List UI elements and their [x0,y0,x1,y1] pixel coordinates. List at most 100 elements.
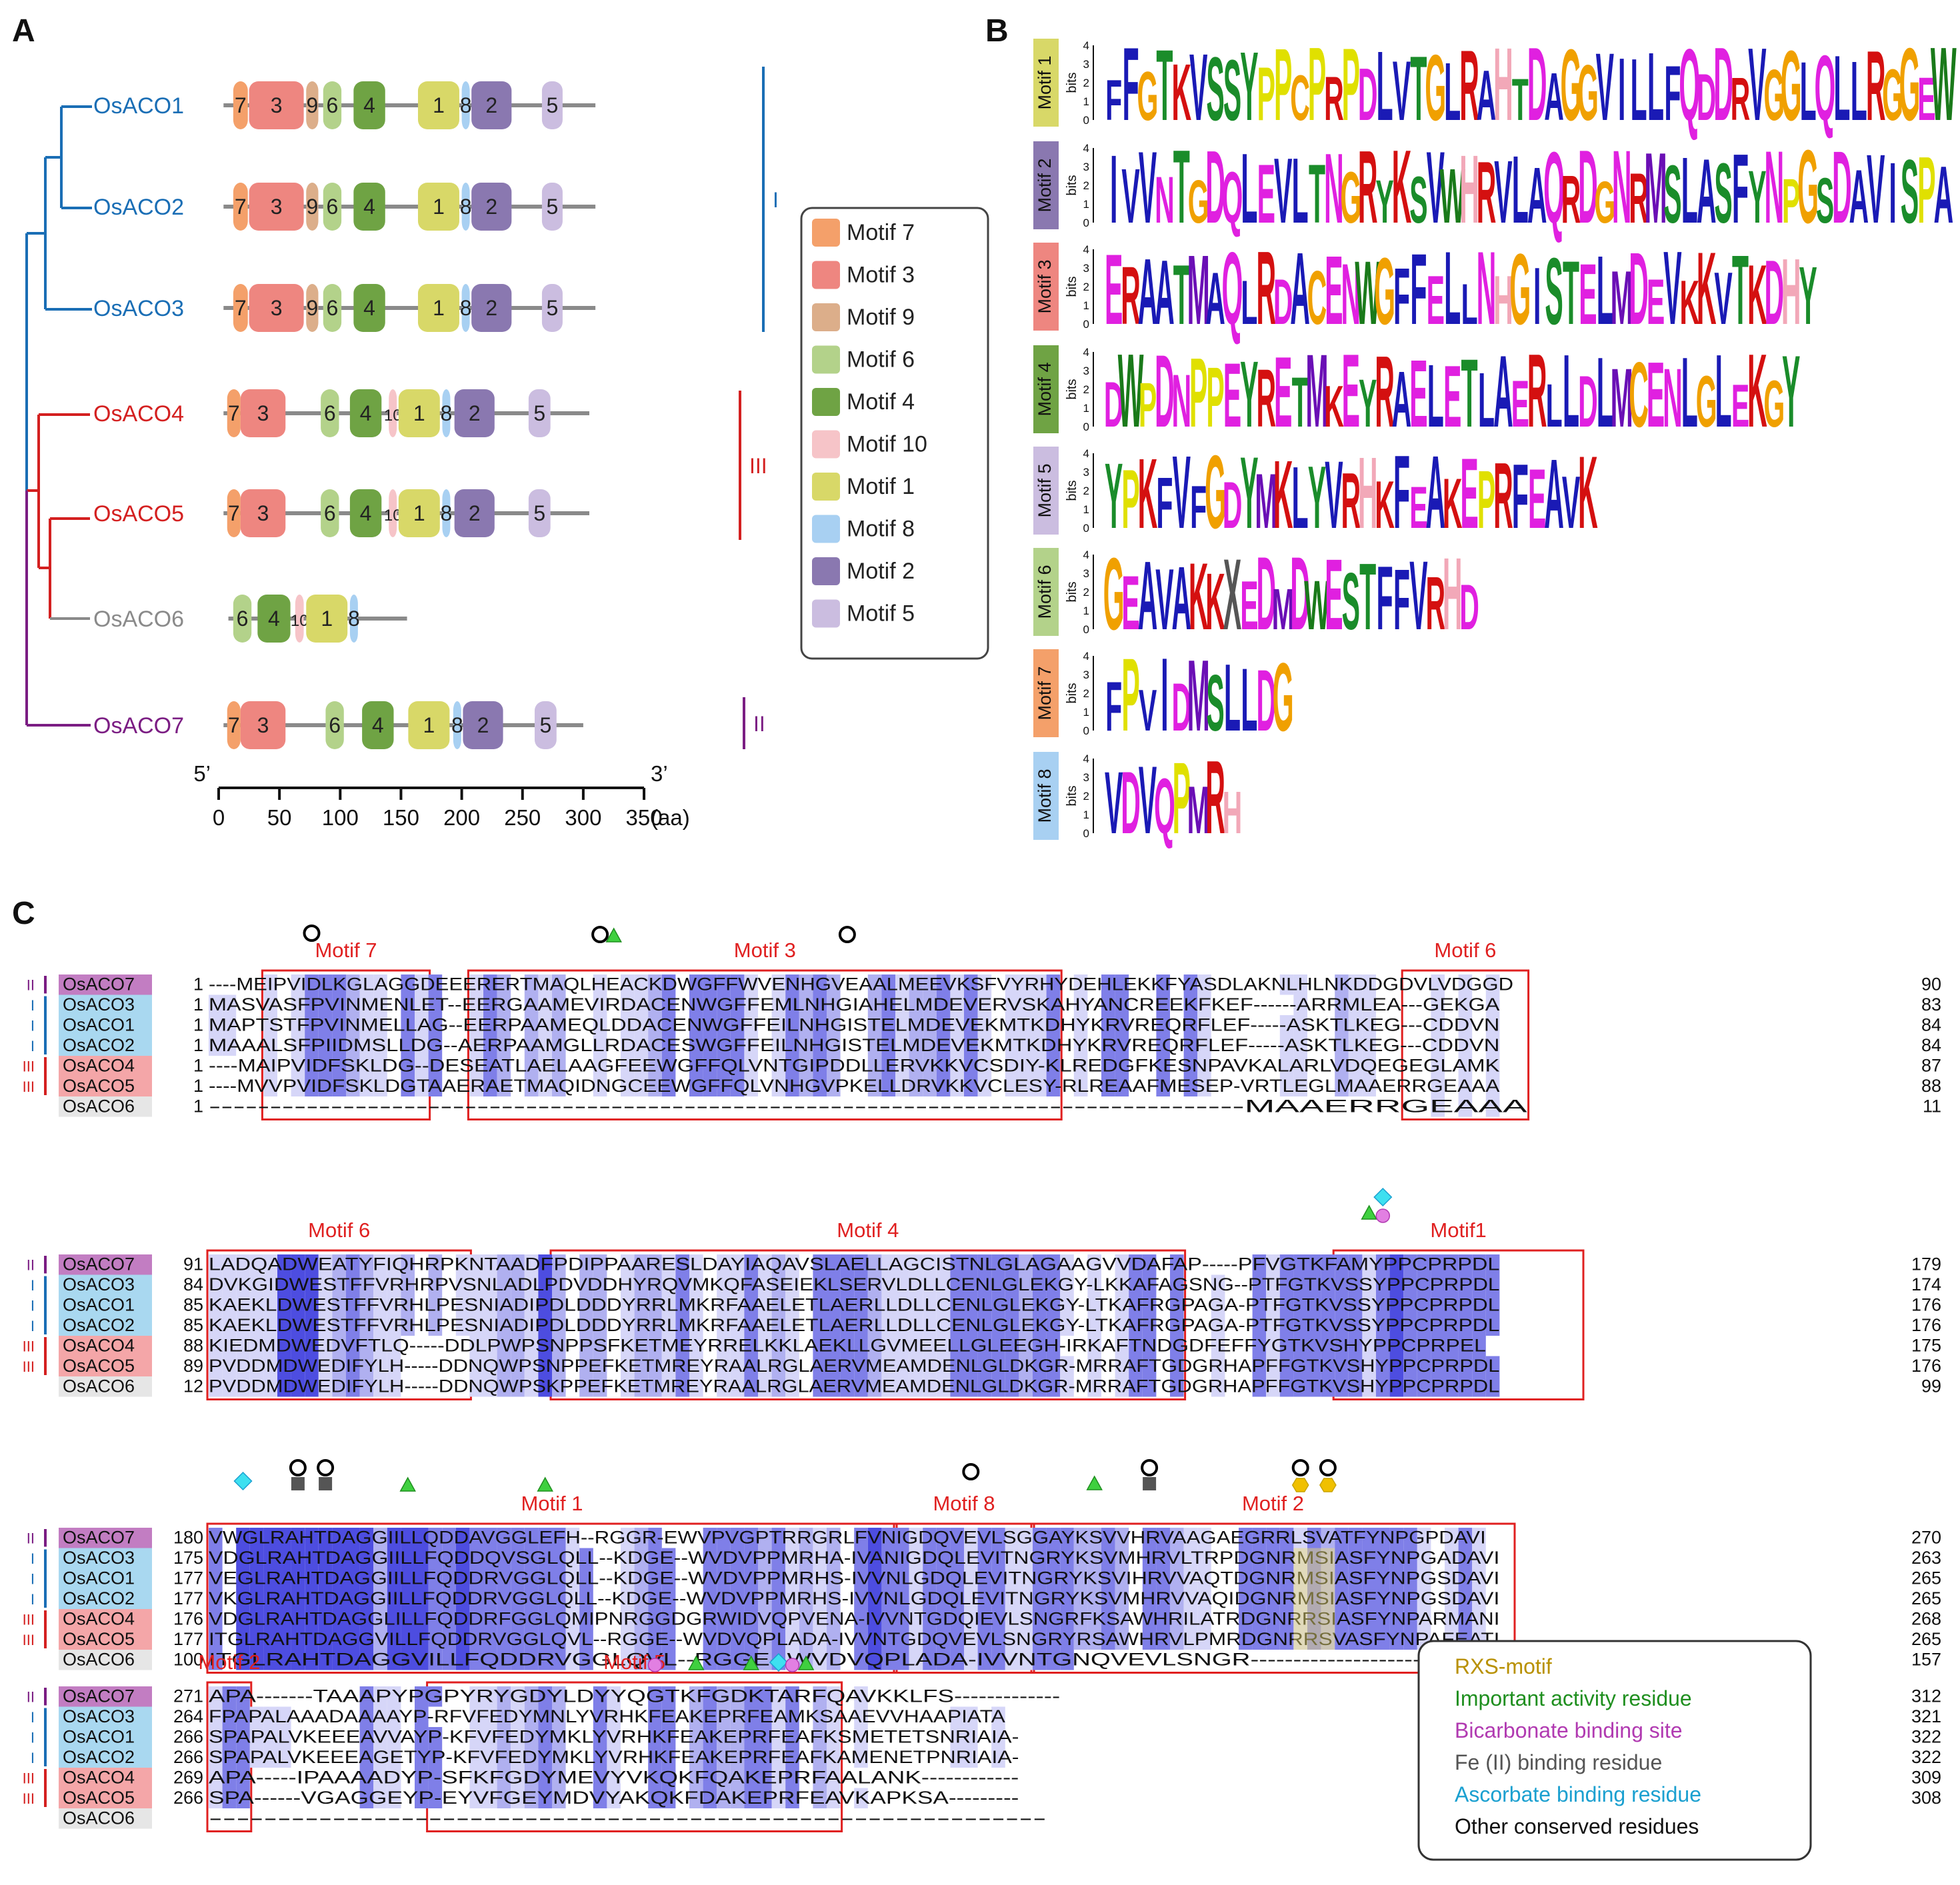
conservation-cell [524,1588,539,1609]
logo-letter: L [1597,235,1613,345]
conservation-cell [552,1356,566,1376]
conserved-residue-marker [317,1459,335,1476]
conservation-cell [977,1254,992,1275]
conservation-cell [977,1056,992,1076]
conservation-cell [661,1254,676,1275]
row-end: 84 [1921,1015,1941,1035]
conservation-cell [318,1588,333,1609]
row-end: 176 [1911,1356,1941,1376]
logo-letter: W [1118,333,1144,449]
conservation-cell [1362,1356,1376,1376]
conservation-cell [1170,1336,1184,1356]
row-group-label: I [31,1018,35,1034]
conservation-cell [1156,974,1170,995]
motif-box-label: 4 [372,713,384,737]
conservation-cell [758,1356,772,1376]
row-name-bg [59,1356,152,1376]
conservation-cell [1266,1295,1280,1316]
conservation-cell [497,1015,511,1036]
conservation-cell [346,1356,360,1376]
conservation-cell [497,1568,511,1589]
logo-letter: D [1358,53,1378,136]
logo-letter: R [1425,562,1445,646]
conservation-cell [1445,1336,1459,1356]
conservation-cell [538,1274,552,1295]
conservation-cell [1129,1315,1143,1336]
conservation-cell [236,1336,250,1356]
conservation-cell [552,1274,566,1295]
conservation-cell [373,1056,387,1076]
conservation-cell [1348,1056,1363,1076]
conservation-cell [1183,1015,1198,1036]
conservation-cell [373,974,387,995]
row-start: 1 [193,1076,203,1096]
logo-tick: 1 [1083,706,1089,719]
axis-unit: (aa) [651,805,690,830]
conservation-cell [1417,1254,1431,1275]
logo-letter: K [1443,465,1463,544]
conservation-cell [1458,1376,1473,1397]
motif-box-label: 9 [306,93,318,117]
motif-box-1 [417,81,459,129]
conservation-cell [854,1315,868,1336]
logo-axis-label: bits [1065,72,1079,93]
logo-letter: Q [1154,762,1175,850]
conservation-cell [1005,1035,1019,1056]
conservation-cell [634,1376,649,1397]
conservation-cell [332,1315,346,1336]
legend-label: Motif 8 [847,517,915,542]
conservation-cell [401,1548,415,1568]
conservation-cell [1005,1274,1019,1295]
conservation-cell [346,1315,360,1336]
conservation-cell [469,974,483,995]
conservation-cell [867,1056,882,1076]
conservation-cell [524,1629,539,1650]
conservation-cell [703,1548,717,1568]
conservation-cell [634,1629,649,1650]
conservation-cell [1307,1376,1321,1397]
conservation-cell [634,1315,649,1336]
conservation-cell [1472,1274,1486,1295]
conservation-cell [1362,1315,1376,1336]
conservation-cell [222,1376,237,1397]
motif-box-7 [227,701,241,749]
logo-tick: 3 [1083,161,1089,173]
conservation-cell [621,1650,635,1670]
conservation-cell [1101,1076,1115,1096]
logo-tick: 4 [1083,346,1089,359]
row-name: OsACO3 [63,1274,135,1294]
conservation-cell [387,1548,401,1568]
conservation-cell [1183,1035,1198,1056]
conservation-cell [1279,1336,1294,1356]
motif-box-label: 7 [235,93,247,117]
conservation-cell [291,1076,305,1096]
motif-box-label: 1 [433,93,445,117]
motif-box-4 [349,489,382,537]
logo-tick: 2 [1083,485,1089,497]
conservation-cell [291,1568,305,1589]
conservation-cell [1431,1336,1445,1356]
conservation-cell [703,1650,717,1670]
activity-residue-marker [1361,1204,1377,1220]
conservation-cell [1183,1076,1198,1096]
conservation-cell [1142,1356,1157,1376]
axis-tick-label: 150 [383,805,419,830]
motif-box-8 [349,595,358,643]
conservation-cell [538,1629,552,1650]
conservation-cell [263,1015,277,1036]
conservation-cell [1046,1056,1061,1076]
row-sequence: ----MAIPVIDFSKLDG--DESEATLAELAAGFEEWGFFQ… [209,1056,1499,1076]
motif-box-label: 4 [363,296,375,320]
motif-box-label: 3 [257,713,269,737]
motif-box-label: 6 [329,713,341,737]
motif-box-9 [306,183,319,231]
conservation-cell [401,974,415,995]
conservation-cell [717,1548,731,1568]
logo-letter: T [1156,28,1173,142]
logo-letter: A [1171,549,1191,649]
conservation-cell [813,1336,827,1356]
conservation-cell [648,1629,662,1650]
conservation-cell [249,1274,264,1295]
conservation-cell [827,974,841,995]
conservation-cell [621,1376,635,1397]
